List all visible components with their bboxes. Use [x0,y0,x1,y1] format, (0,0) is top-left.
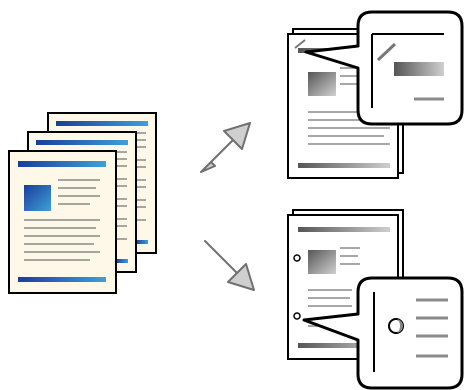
staple-callout-icon [304,10,464,126]
arrow-up-right-icon [200,122,251,173]
document-stack-icon [8,112,157,294]
stack-page-front [8,150,117,294]
punch-callout-icon [302,276,464,390]
arrow-down-right-icon [204,240,255,291]
